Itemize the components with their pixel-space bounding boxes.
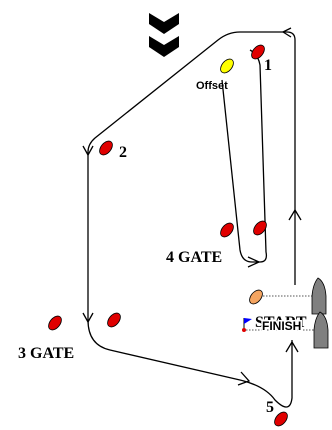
offset-mark xyxy=(220,58,234,74)
mark-5 xyxy=(274,411,288,427)
gate-3-left-mark xyxy=(48,315,62,331)
gate-3-right-mark xyxy=(107,312,121,328)
mark-2-label: 2 xyxy=(119,144,127,161)
gate-3-label: 3 GATE xyxy=(18,345,74,362)
mark-2 xyxy=(99,140,113,156)
start-line xyxy=(249,277,327,315)
start-label: START xyxy=(255,314,307,331)
committee-boat-icon xyxy=(311,277,327,315)
arrow-up-finish xyxy=(285,340,299,353)
arrow-up-start-leg xyxy=(288,208,302,221)
arrow-left-top xyxy=(281,27,292,38)
finish-line xyxy=(242,311,329,349)
arrow-down-mark2 xyxy=(82,145,94,157)
blue-flag-icon xyxy=(244,318,252,324)
route-arrows xyxy=(82,27,302,386)
arrow-right-mark5 xyxy=(237,371,251,386)
gate-4-right-mark xyxy=(253,220,267,236)
finish-label: FINISH xyxy=(262,319,301,333)
orange-pin-buoy-icon xyxy=(249,289,263,305)
mark-5-label: 5 xyxy=(266,399,274,416)
course-labels: 1 2 5 Offset 4 GATE 3 GATE START FINISH xyxy=(18,57,307,416)
mark-1-label: 1 xyxy=(264,57,272,74)
arrow-right-gate4 xyxy=(247,256,261,268)
course-route xyxy=(87,31,296,408)
finish-pin-dot xyxy=(242,328,246,332)
double-chevron-down-icon xyxy=(149,13,179,57)
course-marks xyxy=(48,44,288,427)
finish-boat-icon xyxy=(313,311,329,349)
route-leg-start-to-mark1 xyxy=(87,31,296,320)
offset-label: Offset xyxy=(196,80,228,92)
mark-1 xyxy=(251,44,265,60)
route-leg-gate3-to-finish xyxy=(87,319,293,408)
gate-4-label: 4 GATE xyxy=(166,249,222,266)
gate-4-left-mark xyxy=(220,222,234,238)
arrow-down-gate3 xyxy=(82,312,94,324)
